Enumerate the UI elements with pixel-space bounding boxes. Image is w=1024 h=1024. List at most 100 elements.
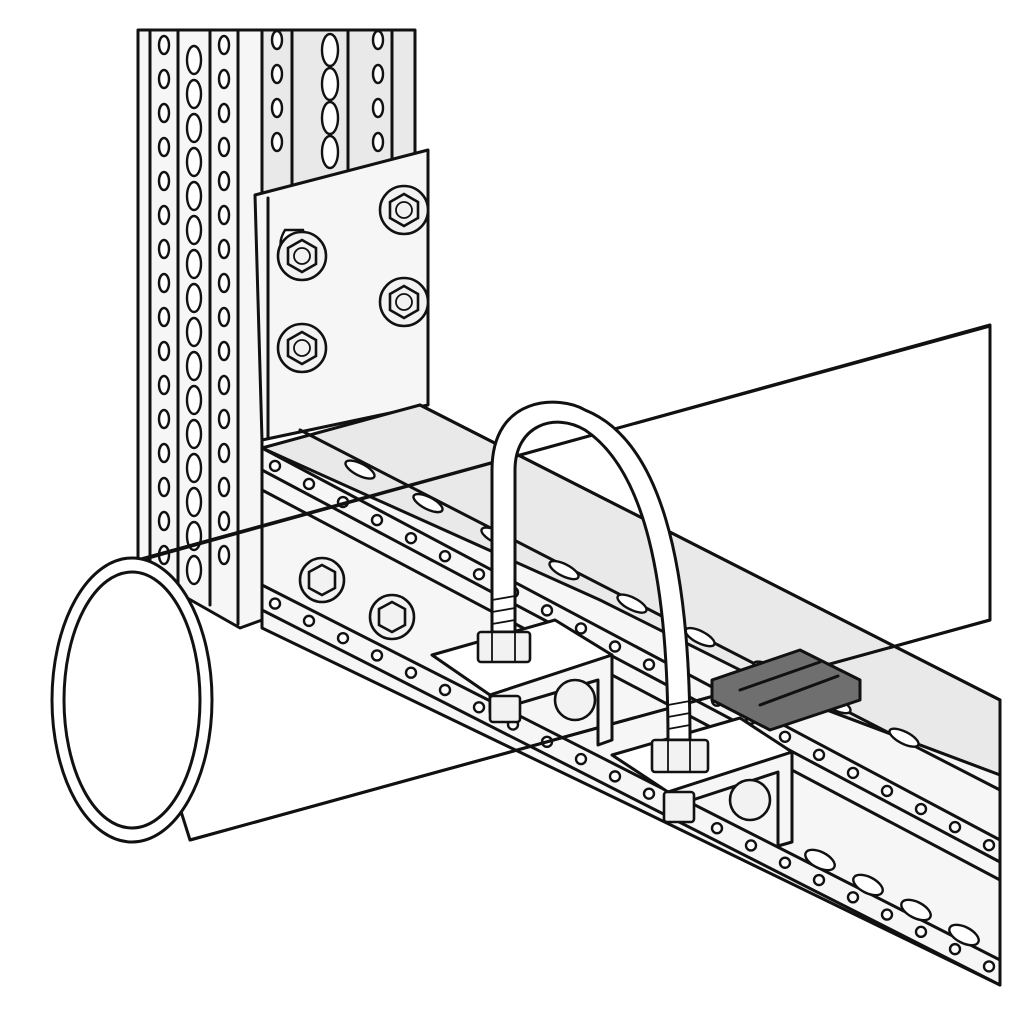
channel-hole: [914, 802, 928, 816]
channel-hole: [157, 102, 171, 124]
channel-slot: [320, 100, 340, 136]
clamp-nut-left: [553, 678, 597, 722]
channel-hole: [574, 622, 588, 635]
pipe: [50, 323, 992, 844]
channel-hole: [157, 340, 171, 362]
u-bolt-thread-left: [491, 595, 516, 625]
channel-hole: [157, 272, 171, 294]
channel-slot: [185, 146, 203, 178]
channel-hole: [157, 68, 171, 90]
channel-hole: [371, 131, 385, 153]
bracket-bolt-4: [378, 276, 430, 328]
channel-hole: [608, 770, 622, 783]
channel-hole: [217, 136, 231, 158]
channel-hole: [217, 34, 231, 56]
channel-slot: [185, 350, 203, 382]
channel-slot: [185, 316, 203, 348]
channel-hole: [217, 510, 231, 532]
channel-hole: [914, 925, 928, 939]
channel-hole: [217, 170, 231, 192]
channel-slot: [320, 134, 340, 170]
channel-hole: [157, 170, 171, 192]
channel-bolt-2: [368, 593, 416, 641]
channel-hole: [157, 238, 171, 260]
channel-hole: [270, 97, 284, 119]
channel-hole: [217, 374, 231, 396]
channel-hole: [217, 544, 231, 566]
channel-hole: [157, 204, 171, 226]
channel-hole: [268, 597, 282, 610]
channel-hole: [472, 568, 486, 581]
u-bolt-nut-left: [476, 630, 532, 664]
channel-hole: [642, 787, 656, 800]
channel-hole: [812, 873, 826, 887]
bracket-bolt-1: [276, 228, 328, 282]
channel-slot: [185, 452, 203, 484]
channel-slot: [804, 848, 836, 872]
channel-slot: [412, 492, 444, 514]
channel-hole: [217, 408, 231, 430]
channel-hole: [217, 306, 231, 328]
channel-hole: [880, 908, 894, 921]
channel-hole: [270, 63, 284, 85]
channel-hole: [642, 658, 656, 671]
angle-bracket: [253, 148, 430, 442]
u-bolt-thread-right: [667, 700, 691, 730]
channel-slot: [948, 923, 980, 947]
channel-hole: [157, 476, 171, 498]
channel-slot: [616, 593, 648, 614]
channel-hole: [268, 459, 282, 473]
channel-slot: [888, 727, 920, 748]
channel-hole: [157, 136, 171, 158]
channel-slot: [185, 282, 203, 314]
channel-hole: [472, 701, 486, 714]
channel-slot: [185, 248, 203, 280]
channel-hole: [574, 752, 588, 766]
channel-hole: [846, 891, 860, 904]
channel-hole: [982, 960, 996, 973]
channel-hole: [438, 683, 452, 697]
channel-slot: [185, 112, 203, 144]
channel-hole: [404, 531, 418, 545]
channel-hole: [157, 408, 171, 430]
channel-hole: [217, 340, 231, 362]
channel-slot: [344, 459, 376, 480]
channel-hole: [157, 442, 171, 464]
bracket-bolt-2: [276, 322, 328, 374]
horizontal-strut-channel: [260, 403, 1002, 987]
channel-hole: [217, 238, 231, 260]
channel-slot: [185, 214, 203, 246]
channel-hole: [371, 63, 385, 85]
channel-hole: [744, 839, 758, 852]
channel-slot: [185, 486, 203, 518]
gray-clip: [710, 648, 862, 732]
channel-hole: [710, 821, 724, 835]
channel-hole: [778, 730, 792, 743]
channel-hole: [370, 513, 384, 527]
channel-hole: [270, 131, 284, 153]
channel-bolt-1: [298, 556, 346, 604]
channel-hole: [438, 550, 452, 563]
channel-hole: [982, 838, 996, 852]
channel-hole: [371, 97, 385, 119]
channel-slot: [185, 44, 203, 76]
channel-hole: [302, 614, 316, 628]
channel-hole: [778, 856, 792, 869]
channel-hole: [157, 306, 171, 328]
channel-hole: [371, 29, 385, 51]
channel-hole: [157, 34, 171, 56]
channel-slot: [185, 180, 203, 212]
channel-hole: [217, 442, 231, 464]
channel-slot: [185, 384, 203, 416]
channel-hole: [270, 29, 284, 51]
u-bolt-nut-right: [650, 738, 710, 774]
channel-slot: [185, 418, 203, 450]
channel-slot: [320, 66, 340, 102]
channel-hole: [217, 476, 231, 498]
channel-hole: [217, 272, 231, 294]
bracket-bolt-3: [378, 184, 430, 236]
channel-slot: [185, 78, 203, 110]
channel-hole: [608, 640, 622, 653]
channel-hole: [404, 666, 418, 679]
